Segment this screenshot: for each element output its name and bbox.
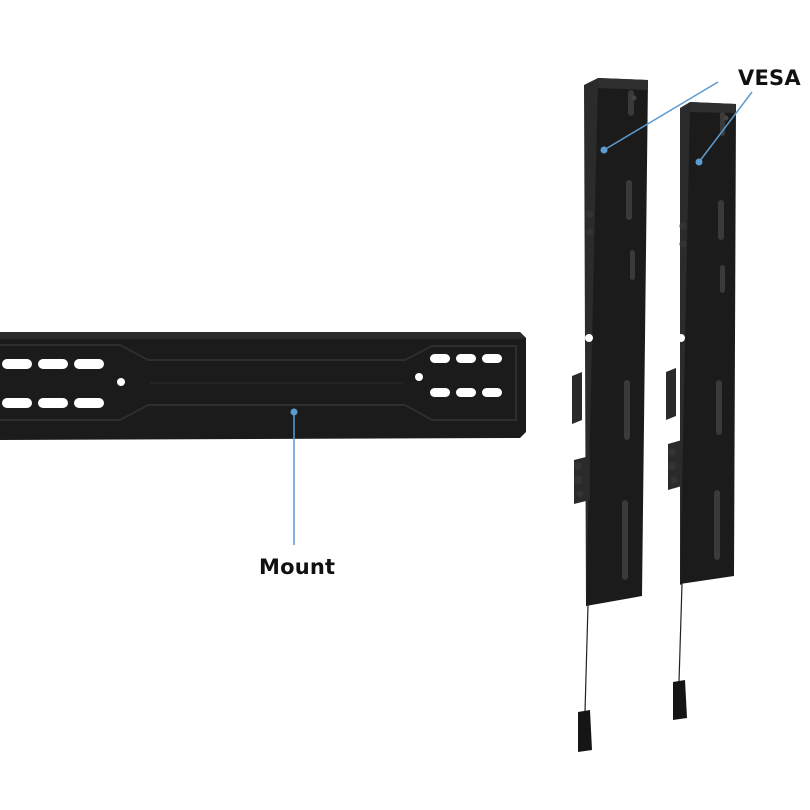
rail-hole-right: [415, 373, 423, 381]
vesa-bracket-right: [666, 102, 736, 720]
vesa-callout: [600, 81, 753, 166]
right-slot-group: [430, 354, 502, 397]
rail-hole-left: [117, 378, 125, 386]
left-slot-group: [2, 359, 104, 408]
wall-mount-rail: [0, 332, 526, 440]
mount-label: Mount: [259, 555, 336, 579]
vesa-label: VESA E: [738, 66, 810, 90]
vesa-bracket-left: [572, 78, 648, 752]
mount-callout: [290, 408, 298, 545]
